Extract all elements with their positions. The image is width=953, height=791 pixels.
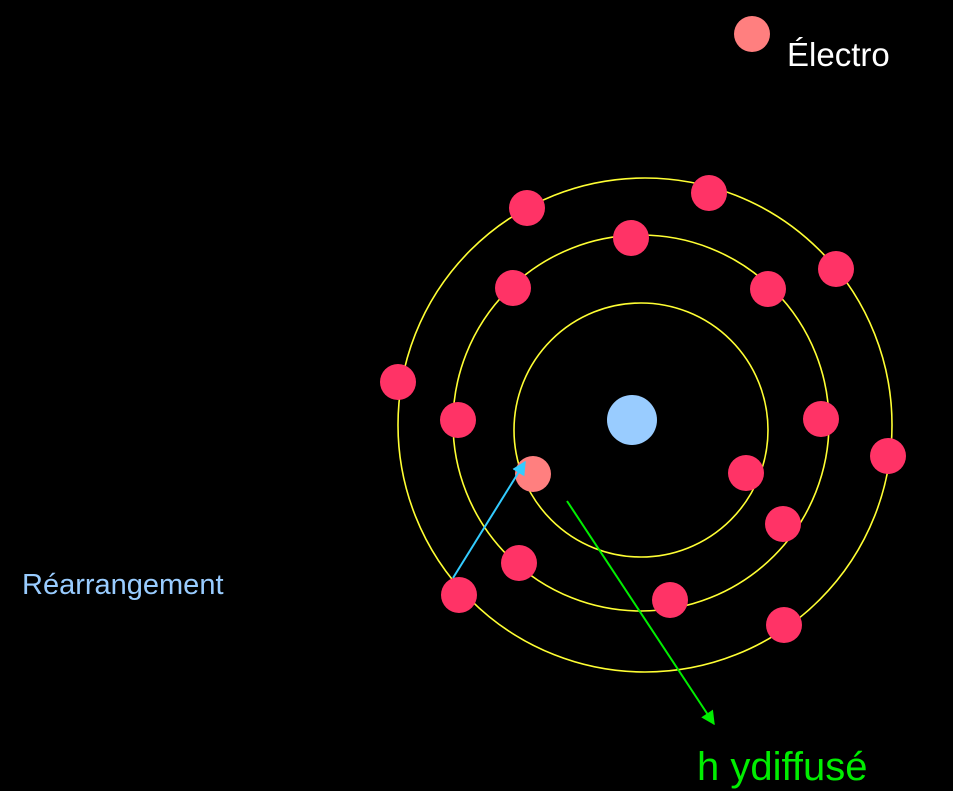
electron: [652, 582, 688, 618]
diffused-photon-arrow: [566, 500, 715, 726]
electron: [501, 545, 537, 581]
diffused-photon-label: h ydiffusé: [697, 745, 868, 789]
rearrangement-label: Réarrangement: [22, 569, 224, 601]
electron: [495, 270, 531, 306]
electron: [750, 271, 786, 307]
vacancy-electron: [515, 456, 551, 492]
electron: [728, 455, 764, 491]
electron: [765, 506, 801, 542]
electron: [691, 175, 727, 211]
electron: [440, 402, 476, 438]
legend-electron-label: Électro: [787, 36, 890, 73]
electron: [380, 364, 416, 400]
electron: [870, 438, 906, 474]
electron: [509, 190, 545, 226]
electron: [818, 251, 854, 287]
nucleus: [607, 395, 657, 445]
electron: [803, 401, 839, 437]
rearrangement-arrow: [452, 460, 526, 579]
orbit-k-shell: [513, 302, 769, 558]
electron: [766, 607, 802, 643]
orbit-m-shell: [397, 177, 893, 673]
electron: [441, 577, 477, 613]
legend-electron-marker: [734, 16, 770, 52]
electron: [613, 220, 649, 256]
